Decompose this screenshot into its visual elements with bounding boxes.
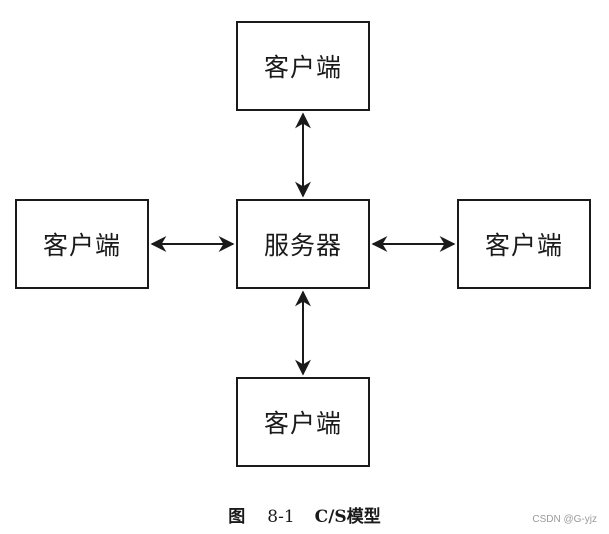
server-node-label: 服务器: [263, 231, 342, 260]
client-node-left: 客户端: [15, 199, 149, 289]
figure-caption: 图 8-1 C/S模型: [0, 502, 609, 527]
client-node-right-label: 客户端: [484, 231, 563, 260]
figure-label: 图: [228, 507, 246, 527]
watermark: CSDN @G-yjz: [532, 514, 597, 525]
figure-title: C/S模型: [314, 507, 381, 527]
client-node-right: 客户端: [457, 199, 591, 289]
figure-number: 8-1: [267, 507, 295, 527]
client-node-top-label: 客户端: [263, 53, 342, 82]
client-node-top: 客户端: [236, 21, 370, 111]
server-node: 服务器: [236, 199, 370, 289]
client-node-left-label: 客户端: [42, 231, 121, 260]
client-node-bottom-label: 客户端: [263, 409, 342, 438]
client-node-bottom: 客户端: [236, 377, 370, 467]
